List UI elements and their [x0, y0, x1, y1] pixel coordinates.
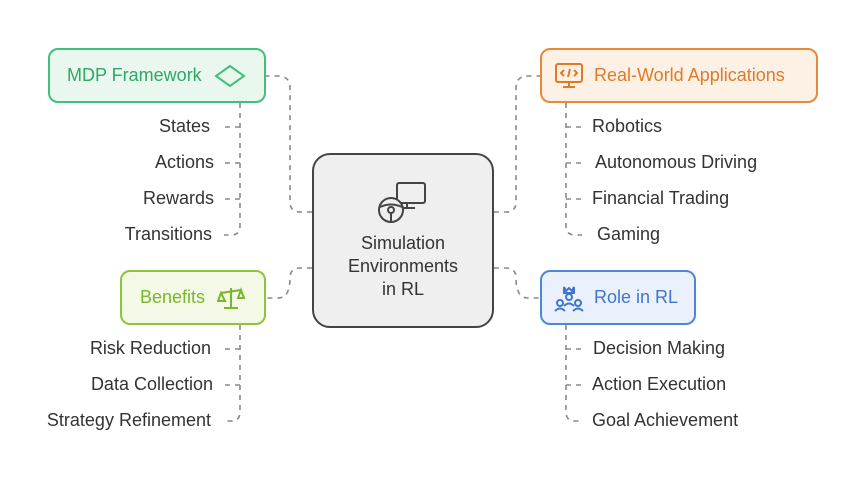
mdp-item-states: States: [158, 116, 210, 136]
center-title-line-1: Simulation: [360, 233, 446, 253]
center-node: Simulation Environments in RL: [312, 153, 494, 328]
mdp-framework-label: MDP Framework: [67, 65, 202, 85]
mdp-item-rewards: Rewards: [142, 188, 214, 208]
role-item-goal-achievement: Goal Achievement: [592, 410, 739, 430]
role-in-rl-label: Role in RL: [594, 287, 679, 307]
center-title-line-2: Environments: [347, 256, 459, 276]
balance-scale-icon: [217, 285, 246, 311]
benefits-label: Benefits: [140, 287, 206, 307]
real-world-item-robotics: Robotics: [592, 116, 663, 136]
benefits-node: Benefits: [120, 270, 266, 325]
real-world-item-gaming: Gaming: [597, 224, 661, 244]
simulator-icon: [375, 180, 431, 226]
mdp-item-transitions: Transitions: [124, 224, 212, 244]
benefits-item-risk-reduction: Risk Reduction: [89, 338, 211, 358]
benefits-item-strategy-refinement: Strategy Refinement: [46, 410, 211, 430]
benefits-item-data-collection: Data Collection: [90, 374, 213, 394]
diamond-icon: [213, 64, 246, 88]
real-world-item-financial-trading: Financial Trading: [592, 188, 730, 208]
role-in-rl-node: Role in RL: [540, 270, 696, 325]
team-leader-icon: [554, 283, 584, 313]
real-world-applications-label: Real-World Applications: [594, 65, 785, 85]
center-title-line-3: in RL: [381, 279, 425, 299]
real-world-applications-node: Real-World Applications: [540, 48, 818, 103]
real-world-item-autonomous-driving: Autonomous Driving: [595, 152, 758, 172]
code-monitor-icon: [554, 62, 584, 90]
mdp-item-actions: Actions: [154, 152, 214, 172]
mdp-framework-node: MDP Framework: [48, 48, 266, 103]
role-item-action-execution: Action Execution: [592, 374, 727, 394]
role-item-decision-making: Decision Making: [593, 338, 726, 358]
